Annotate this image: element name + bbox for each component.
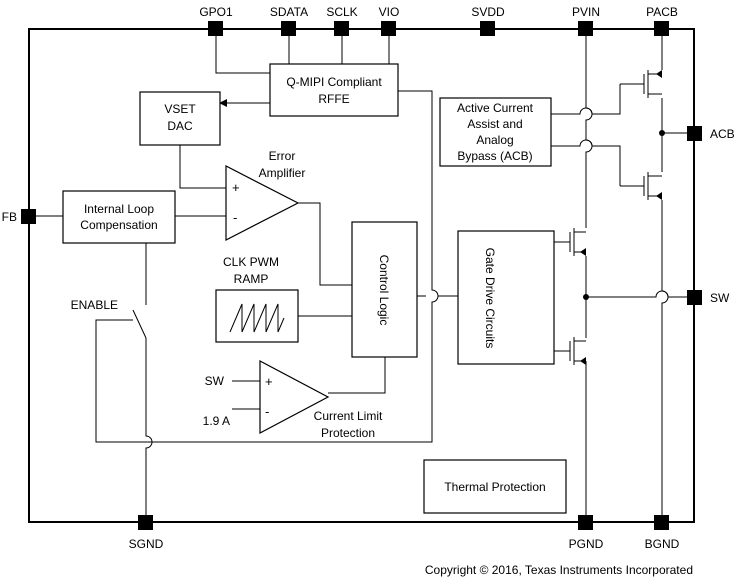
svg-text:Active Current: Active Current: [457, 101, 534, 115]
enable-label-group: ENABLE: [71, 298, 118, 312]
pin-sw: SW: [687, 290, 730, 305]
svg-text:VSET: VSET: [164, 102, 196, 116]
svg-text:PGND: PGND: [569, 537, 604, 551]
enable-switch: [132, 309, 147, 339]
pin-sclk: SCLK: [326, 5, 358, 36]
svg-text:+: +: [265, 374, 273, 389]
pin-fb: FB: [2, 209, 36, 224]
svg-text:SCLK: SCLK: [326, 5, 357, 19]
error-amplifier: + - Error Amplifier: [225, 149, 306, 241]
svg-text:FB: FB: [2, 210, 17, 224]
pvin-rail: [585, 36, 593, 228]
pin-svdd: SVDD: [471, 5, 505, 36]
svg-text:CLK PWM: CLK PWM: [223, 255, 279, 269]
vset-to-amp-wire: [179, 145, 226, 189]
svg-text:RFFE: RFFE: [318, 92, 349, 106]
svg-text:Internal Loop: Internal Loop: [84, 202, 154, 216]
svg-text:Protection: Protection: [321, 426, 375, 440]
enable-to-sgnd-wire: [145, 338, 153, 515]
svg-text:VIO: VIO: [379, 5, 400, 19]
acb-low-fet: [620, 172, 662, 200]
svg-text:Thermal Protection: Thermal Protection: [444, 480, 545, 494]
pin-pacb: PACB: [646, 5, 678, 36]
rffe-bus-wires: [95, 36, 439, 443]
amp-to-control-wire: [298, 202, 352, 286]
svg-text:Control Logic: Control Logic: [377, 255, 391, 326]
vset-dac-block: VSET DAC: [139, 91, 221, 146]
svg-text:ENABLE: ENABLE: [71, 298, 118, 312]
svg-text:SW: SW: [205, 374, 225, 388]
pin-pvin: PVIN: [572, 5, 600, 36]
svg-text:Analog: Analog: [476, 133, 513, 147]
svg-text:SW: SW: [710, 291, 730, 305]
sawtooth-icon: [229, 303, 285, 333]
sw-to-pin-wire: [586, 290, 687, 298]
high-side-fet: [569, 228, 586, 256]
svg-text:Error: Error: [269, 149, 296, 163]
pin-sdata: SDATA: [270, 5, 308, 36]
acb-gate1-wire: [551, 84, 621, 115]
svg-text:Gate Drive Circuits: Gate Drive Circuits: [483, 248, 497, 349]
svg-text:-: -: [265, 404, 269, 419]
svg-text:GPO1: GPO1: [199, 5, 233, 19]
control-logic-block: Control Logic: [351, 221, 418, 358]
svg-text:SGND: SGND: [129, 537, 164, 551]
svg-text:Amplifier: Amplifier: [259, 166, 306, 180]
gate-drive-block: Gate Drive Circuits: [457, 230, 555, 365]
current-limit-to-control-wire: [328, 357, 386, 394]
svg-text:-: -: [233, 210, 237, 225]
svg-text:BGND: BGND: [645, 537, 680, 551]
thermal-protection-block: Thermal Protection: [423, 459, 567, 514]
svg-text:PVIN: PVIN: [572, 5, 600, 19]
loop-compensation-block: Internal Loop Compensation: [62, 190, 176, 244]
clk-pwm-ramp-block: CLK PWM RAMP: [215, 255, 299, 343]
svg-text:1.9 A: 1.9 A: [203, 414, 230, 428]
acb-high-fet: [620, 70, 662, 98]
pin-bgnd: BGND: [645, 515, 680, 551]
pin-vio: VIO: [379, 5, 400, 36]
pin-sgnd: SGND: [129, 515, 164, 551]
copyright-text: Copyright © 2016, Texas Instruments Inco…: [425, 563, 693, 577]
svg-text:Compensation: Compensation: [80, 218, 157, 232]
svg-text:+: +: [232, 180, 240, 195]
chip-outline: [28, 28, 695, 523]
rffe-block: Q-MIPI Compliant RFFE: [269, 63, 399, 117]
current-limit-comparator: + - SW 1.9 A Current Limit Protection: [203, 360, 383, 440]
acb-block: Active Current Assist and Analog Bypass …: [439, 97, 552, 167]
svg-text:SDATA: SDATA: [270, 5, 308, 19]
svg-text:SVDD: SVDD: [471, 5, 505, 19]
low-side-fet: [569, 337, 586, 365]
pin-gpo1: GPO1: [199, 5, 233, 36]
svg-text:DAC: DAC: [167, 119, 193, 133]
svg-text:Bypass (ACB): Bypass (ACB): [457, 149, 532, 163]
bgnd-wire: [661, 200, 669, 515]
svg-text:Q-MIPI Compliant: Q-MIPI Compliant: [286, 75, 382, 89]
pin-pgnd: PGND: [569, 515, 604, 551]
svg-text:PACB: PACB: [646, 5, 678, 19]
svg-text:RAMP: RAMP: [234, 272, 269, 286]
acb-gate2-wire: [551, 139, 621, 186]
svg-text:Current Limit: Current Limit: [314, 409, 383, 423]
svg-text:Assist and: Assist and: [467, 117, 522, 131]
svg-text:ACB: ACB: [710, 127, 735, 141]
pin-acb: ACB: [687, 126, 735, 141]
